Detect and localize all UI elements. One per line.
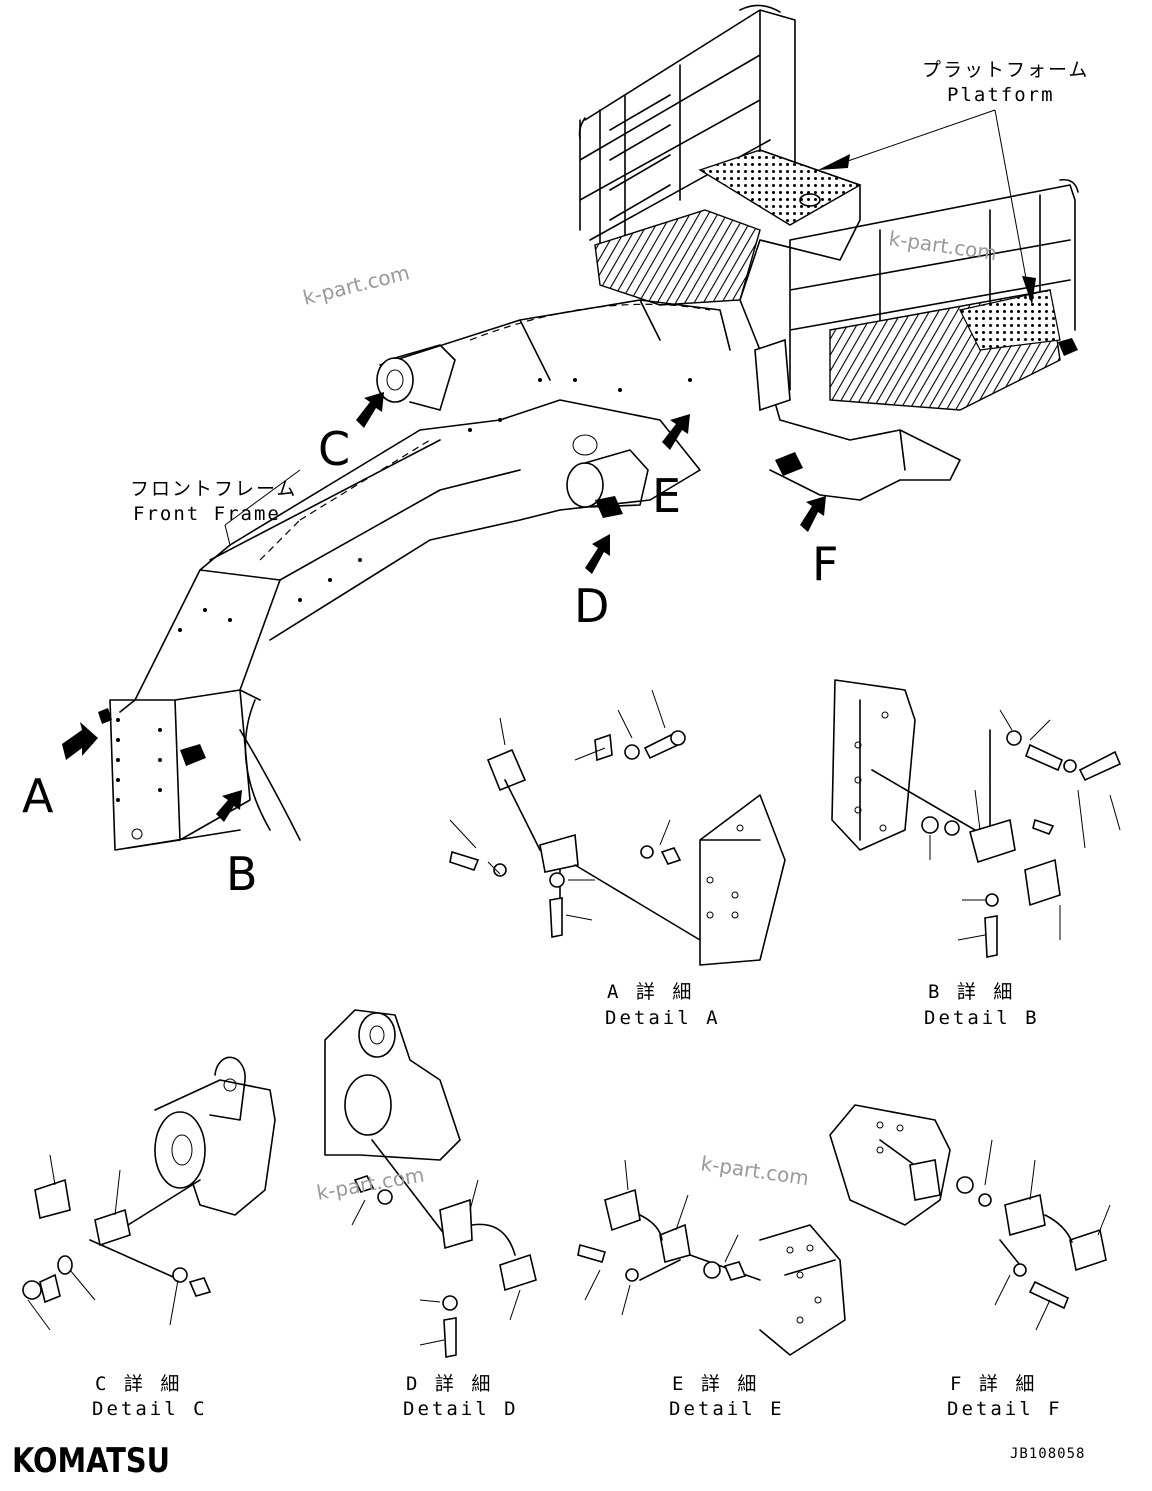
watermark-3: k-part.com [315,1162,426,1205]
front-frame [98,299,803,851]
arrow-d [585,534,610,574]
detail-c [22,1056,276,1331]
callout-d: D [574,579,609,633]
detail-e [577,1159,846,1356]
platform-assembly [578,4,1079,501]
detail-a-title-en: Detail A [605,1007,721,1029]
detail-b [831,679,1122,958]
detail-d-title-en: Detail D [403,1398,519,1420]
leader-lines [224,109,1036,546]
watermark-1: k-part.com [300,260,411,310]
detail-a-title-jp: A 詳 細 [607,981,694,1003]
callout-f: F [812,537,838,591]
detail-c-title-en: Detail C [92,1398,208,1420]
callout-arrows [62,392,826,822]
detail-b-title-en: Detail B [924,1007,1040,1029]
detail-d-title-jp: D 詳 細 [406,1373,493,1395]
detail-c-title-jp: C 詳 細 [95,1373,182,1395]
arrow-e [662,414,690,450]
watermark-2: k-part.com [887,226,998,265]
drawing-code: JB108058 [1010,1446,1085,1462]
arrow-f [800,496,826,532]
detail-a [449,689,786,966]
detail-d [324,1009,537,1358]
detail-e-title-jp: E 詳 細 [672,1373,759,1395]
callout-e: E [652,469,681,523]
detail-f-title-jp: F 詳 細 [950,1373,1037,1395]
arrow-b [216,790,242,822]
front-frame-label-en: Front Frame [133,503,281,525]
platform-label-en: Platform [947,84,1055,106]
arrow-a [62,722,98,760]
komatsu-logo: KOMATSU [12,1441,170,1481]
detail-f [829,1104,1111,1331]
arrow-c [356,392,384,428]
callout-b: B [226,847,258,901]
watermark-4: k-part.com [699,1151,810,1190]
platform-label-jp: プラットフォーム [922,59,1089,81]
callout-c: C [318,422,350,476]
front-frame-label-jp: フロントフレーム [130,478,297,500]
detail-b-title-jp: B 詳 細 [928,981,1015,1003]
callout-a: A [22,769,54,823]
detail-e-title-en: Detail E [669,1398,785,1420]
detail-f-title-en: Detail F [947,1398,1063,1420]
